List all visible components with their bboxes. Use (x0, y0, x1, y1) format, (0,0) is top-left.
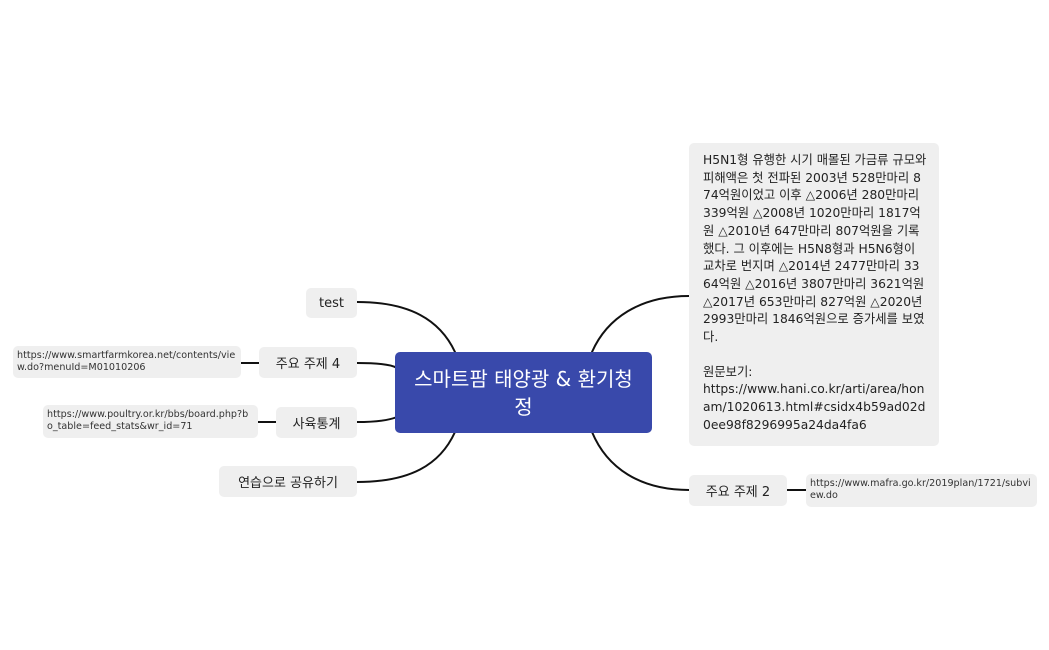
topic-main-2[interactable]: 주요 주제 2 (689, 475, 787, 506)
topic-share-practice[interactable]: 연습으로 공유하기 (219, 466, 357, 497)
central-topic-label: 스마트팜 태양광 & 환기청정 (414, 366, 633, 419)
note-source-url[interactable]: https://www.hani.co.kr/arti/area/honam/1… (703, 382, 926, 432)
topic-main-4[interactable]: 주요 주제 4 (259, 347, 357, 378)
topic-main-4-link[interactable]: https://www.smartfarmkorea.net/contents/… (13, 346, 241, 378)
topic-livestock-stats-link-text: https://www.poultry.or.kr/bbs/board.php?… (47, 409, 249, 432)
topic-test[interactable]: test (306, 288, 357, 318)
connector-stats (356, 416, 398, 423)
topic-main-2-link-text: https://www.mafra.go.kr/2019plan/1721/su… (810, 478, 1031, 501)
topic-share-practice-label: 연습으로 공유하기 (238, 476, 338, 491)
topic-main-4-link-text: https://www.smartfarmkorea.net/contents/… (17, 350, 236, 373)
note-source-label: 원문보기: (703, 364, 753, 379)
connector-topic2 (591, 431, 690, 491)
topic-main-2-label: 주요 주제 2 (705, 485, 771, 500)
topic-livestock-stats-link[interactable]: https://www.poultry.or.kr/bbs/board.php?… (43, 405, 258, 438)
topic-avian-flu-note[interactable]: H5N1형 유행한 시기 매몰된 가금류 규모와 피해액은 첫 전파된 2003… (689, 143, 939, 446)
topic-test-label: test (319, 295, 344, 311)
topic-main-2-link[interactable]: https://www.mafra.go.kr/2019plan/1721/su… (806, 474, 1037, 507)
connector-share (356, 431, 456, 483)
topic-livestock-stats[interactable]: 사육통계 (276, 407, 357, 438)
note-body: H5N1형 유행한 시기 매몰된 가금류 규모와 피해액은 첫 전파된 2003… (703, 153, 927, 345)
connector-topic4 (356, 362, 398, 369)
connector-note (591, 295, 690, 353)
connector-test (356, 301, 456, 353)
central-topic[interactable]: 스마트팜 태양광 & 환기청정 (395, 352, 652, 433)
topic-main-4-label: 주요 주제 4 (275, 357, 341, 372)
topic-livestock-stats-label: 사육통계 (292, 417, 341, 432)
